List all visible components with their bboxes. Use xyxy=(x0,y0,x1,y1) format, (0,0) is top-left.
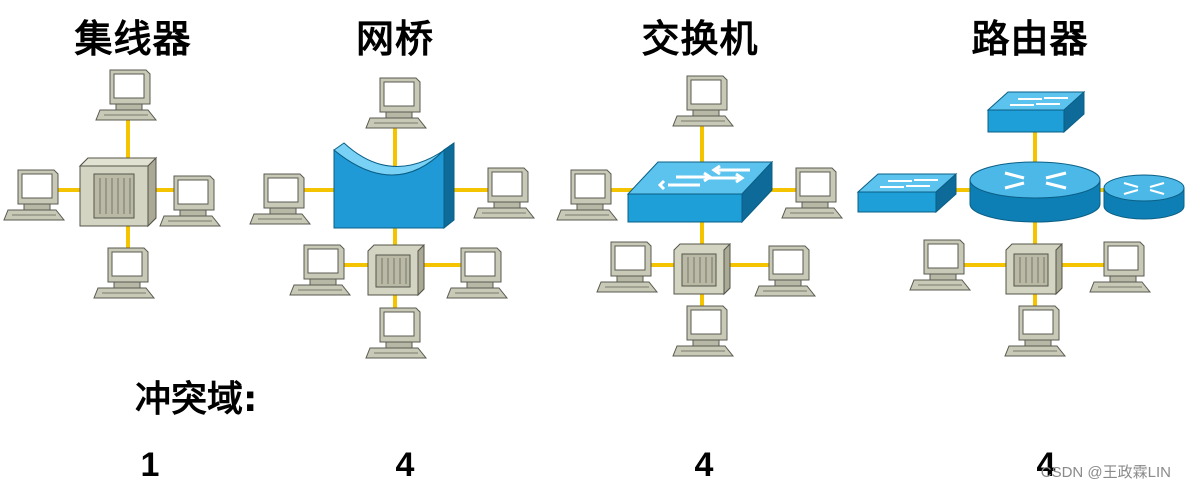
collision-domain-label: 冲突域: xyxy=(135,379,258,420)
collision-count-hub: 1 xyxy=(140,446,160,484)
column-title-router: 路由器 xyxy=(971,17,1089,61)
switch-device-icon xyxy=(986,90,1086,134)
switch-topology xyxy=(556,75,843,357)
pc-icon xyxy=(95,69,157,121)
hub-device-icon xyxy=(673,243,731,295)
collision-count-switch: 4 xyxy=(694,446,714,484)
pc-icon xyxy=(556,169,618,221)
hub-device-icon xyxy=(1005,243,1063,295)
bridge-topology xyxy=(249,77,535,359)
watermark: CSDN @王政霖LIN xyxy=(1040,464,1171,481)
pc-icon xyxy=(596,241,658,293)
hub-topology xyxy=(3,69,221,299)
pc-icon xyxy=(365,77,427,129)
hub-device-icon xyxy=(367,244,425,296)
pc-icon xyxy=(93,247,155,299)
pc-icon xyxy=(473,167,535,219)
router-topology xyxy=(856,90,1185,357)
pc-icon xyxy=(754,245,816,297)
switch-device-icon xyxy=(626,160,774,224)
pc-icon xyxy=(159,175,221,227)
pc-icon xyxy=(672,75,734,127)
pc-icon xyxy=(1004,305,1066,357)
pc-icon xyxy=(672,305,734,357)
column-title-switch: 交换机 xyxy=(641,17,759,61)
pc-icon xyxy=(3,169,65,221)
router-device-icon xyxy=(969,161,1101,223)
switch-device-icon xyxy=(856,172,958,214)
pc-icon xyxy=(249,173,311,225)
pc-icon xyxy=(365,307,427,359)
router-device-icon xyxy=(1103,174,1185,220)
collision-count-router: 4 xyxy=(1036,446,1056,484)
hub-device-icon xyxy=(79,157,157,227)
pc-icon xyxy=(446,247,508,299)
column-title-bridge: 网桥 xyxy=(355,17,435,61)
pc-icon xyxy=(781,167,843,219)
pc-icon xyxy=(289,244,351,296)
pc-icon xyxy=(909,239,971,291)
column-title-hub: 集线器 xyxy=(74,17,192,61)
bridge-device-icon xyxy=(333,142,455,230)
collision-count-bridge: 4 xyxy=(395,446,415,484)
